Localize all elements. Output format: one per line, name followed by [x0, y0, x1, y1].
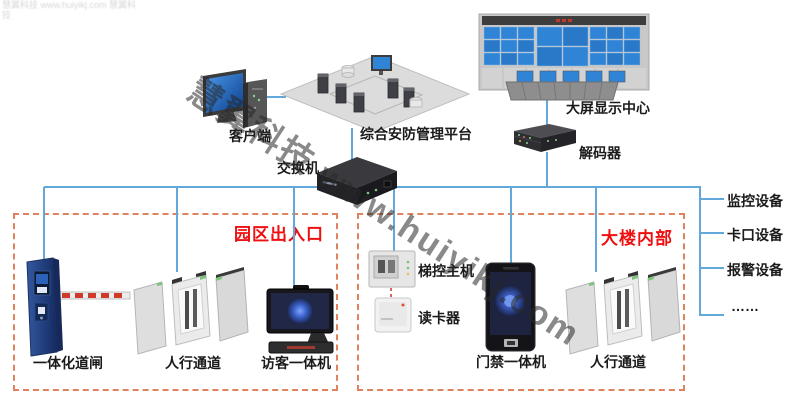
barrier-gate-label: 一体化道闸 — [33, 355, 103, 371]
branch-checkpoint-label: 卡口设备 — [727, 227, 783, 243]
elevator-host-icon — [368, 250, 416, 288]
card-reader-icon — [374, 297, 412, 333]
branch-monitoring-label: 监控设备 — [727, 193, 783, 209]
barrier-gate-icon — [26, 257, 131, 357]
zone-park-entrance: 园区出入口 — [13, 213, 338, 391]
switch-icon — [317, 157, 397, 205]
pedestrian-gate-left-icon — [133, 266, 249, 355]
client-workstation-icon — [203, 69, 267, 128]
visitor-kiosk-label: 访客一体机 — [261, 355, 331, 371]
pedestrian-gate-right-icon — [565, 266, 681, 355]
zone-park-entrance-title: 园区出入口 — [234, 225, 324, 244]
elevator-host-label: 梯控主机 — [418, 263, 474, 279]
visitor-kiosk-icon — [266, 285, 334, 354]
switch-label: 交换机 — [277, 160, 319, 176]
zone-building-interior: 大楼内部 — [357, 213, 685, 391]
branch-alarm-label: 报警设备 — [727, 262, 783, 278]
zone-building-interior-title: 大楼内部 — [601, 229, 673, 248]
branch-ellipsis-label: …… — [731, 298, 759, 314]
pedestrian-gate-right-label: 人行通道 — [590, 354, 646, 370]
platform-icon — [279, 55, 471, 133]
access-terminal-label: 门禁一体机 — [476, 354, 546, 370]
platform-label: 综合安防管理平台 — [360, 126, 472, 142]
access-terminal-icon — [485, 262, 536, 352]
client-label: 客户端 — [229, 128, 271, 144]
decoder-icon — [513, 124, 576, 152]
video-wall-label: 大屏显示中心 — [566, 100, 650, 116]
card-reader-label: 读卡器 — [418, 310, 460, 326]
pedestrian-gate-left-label: 人行通道 — [165, 355, 221, 371]
decoder-label: 解码器 — [579, 145, 621, 161]
video-wall-icon — [478, 13, 650, 101]
